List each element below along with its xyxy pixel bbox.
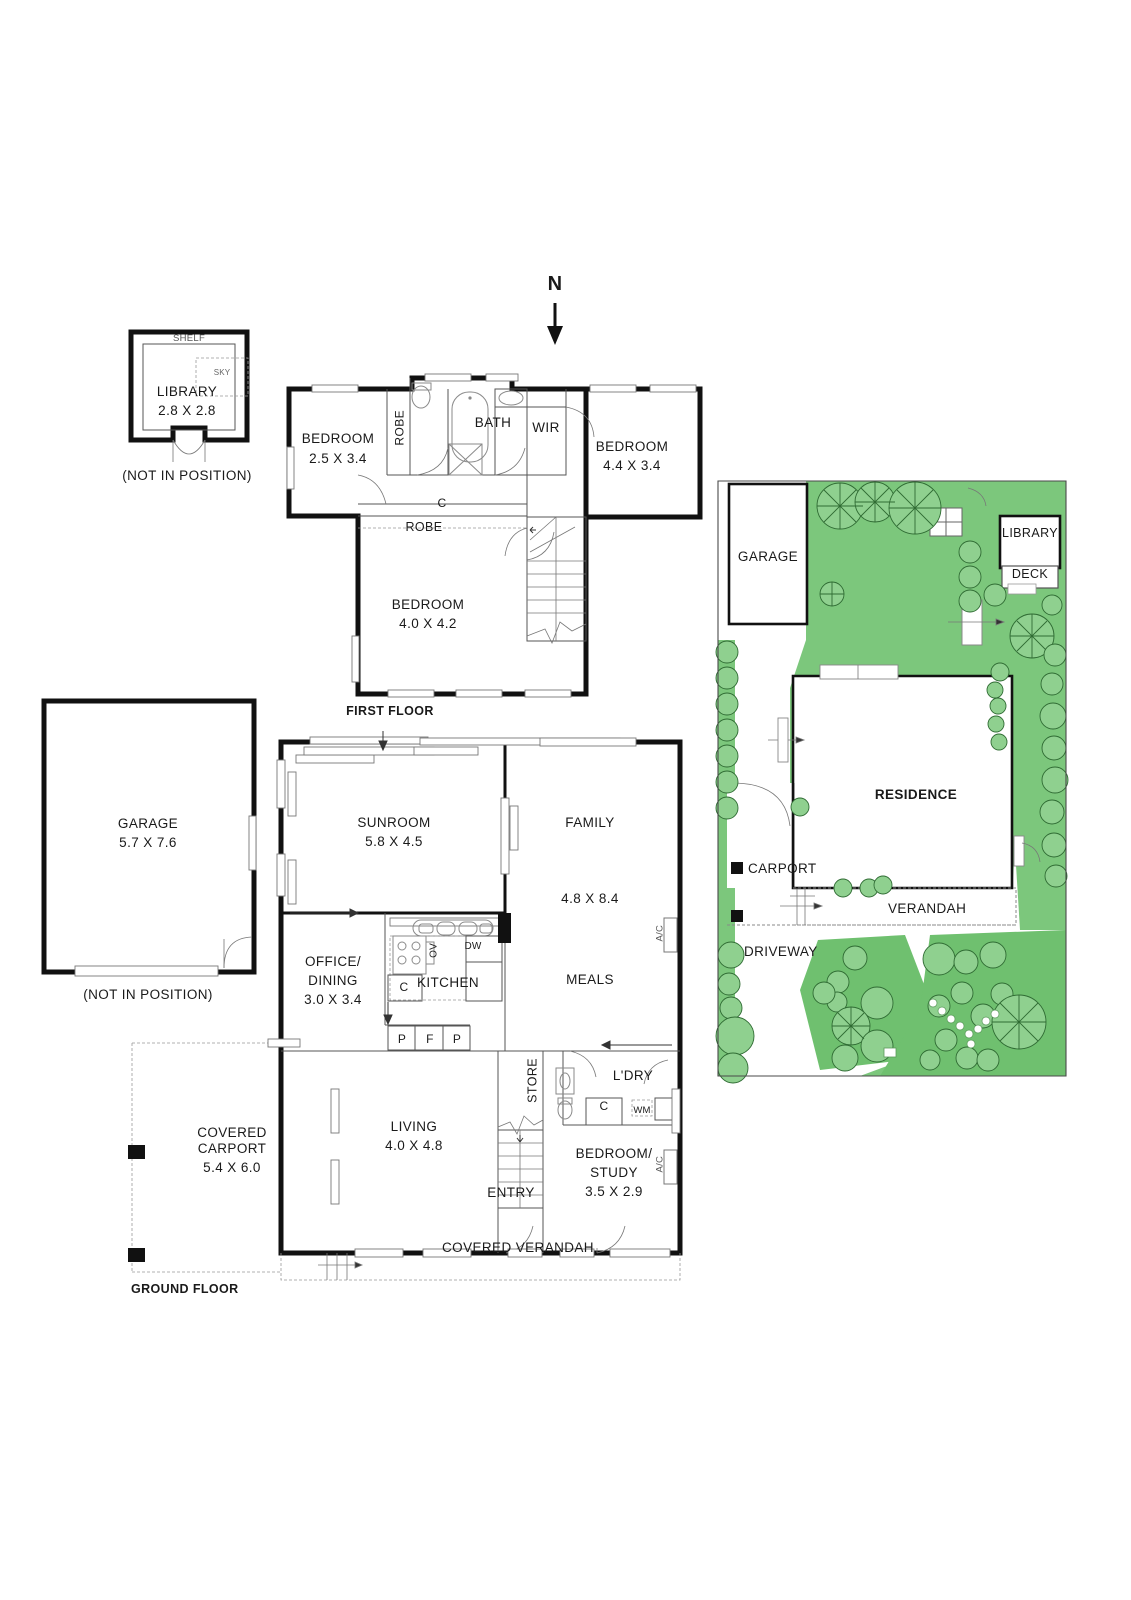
detached-library-plan (128, 329, 250, 462)
covered-carport-dims: 5.4 X 6.0 (203, 1160, 261, 1175)
ground-floor-title: GROUND FLOOR (131, 1282, 239, 1296)
study-dims: 3.5 X 2.9 (585, 1184, 643, 1199)
study-name: BEDROOM/ (575, 1146, 653, 1161)
first-floor-title: FIRST FLOOR (346, 704, 434, 718)
kitchen-label: KITCHEN (416, 975, 480, 990)
bedroom-3-name: BEDROOM (391, 597, 465, 612)
detached-garage-note: (NOT IN POSITION) (83, 987, 213, 1002)
north-label: N (547, 273, 563, 295)
sunroom-name: SUNROOM (357, 815, 431, 830)
dishwasher-label: DW (464, 941, 482, 952)
site-deck-label: DECK (1011, 567, 1049, 581)
detached-garage-name: GARAGE (117, 816, 179, 831)
first-floor-robe-label: ROBE (405, 520, 443, 534)
laundry-cupboard-label: C (599, 1099, 609, 1113)
first-floor-robe-vertical-label: ROBE (392, 410, 407, 446)
office-dining-dims: 3.0 X 3.4 (304, 992, 362, 1007)
site-library-shape (998, 514, 1062, 570)
living-dims: 4.0 X 4.8 (385, 1138, 443, 1153)
library-room-name: LIBRARY (156, 384, 218, 399)
family-name: FAMILY (565, 815, 615, 830)
living-name: LIVING (390, 1119, 438, 1134)
office-dining-name2: DINING (308, 973, 358, 988)
detached-garage-dims: 5.7 X 7.6 (119, 835, 177, 850)
site-verandah-label: VERANDAH (888, 901, 967, 916)
north-arrow-icon (547, 303, 563, 345)
first-floor-plan (286, 373, 703, 698)
laundry-label: L'DRY (612, 1068, 654, 1083)
library-room-dims: 2.8 X 2.8 (158, 403, 216, 418)
meals-label: MEALS (566, 972, 614, 987)
site-residence-label: RESIDENCE (874, 787, 958, 802)
site-garage-shape (727, 482, 809, 626)
site-carport-label: CARPORT (748, 861, 817, 876)
washing-machine-label: WM (633, 1105, 651, 1116)
oven-label: OV (428, 943, 440, 958)
family-dims: 4.8 X 8.4 (561, 891, 619, 906)
site-library-label: LIBRARY (1001, 526, 1059, 540)
detached-garage-plan (41, 698, 257, 977)
bedroom-2-name: BEDROOM (595, 439, 669, 454)
ac-study-label: A/C (654, 1156, 666, 1173)
bedroom-1-name: BEDROOM (301, 431, 375, 446)
office-dining-name: OFFICE/ (304, 954, 362, 969)
bedroom-2-dims: 4.4 X 3.4 (603, 458, 661, 473)
covered-verandah-label: COVERED VERANDAH (442, 1240, 594, 1255)
pantry-right-label: P (452, 1032, 462, 1046)
site-driveway-label: DRIVEWAY (744, 944, 818, 959)
covered-carport-name2: CARPORT (197, 1141, 267, 1156)
first-floor-bath-label: BATH (474, 415, 512, 430)
site-residence-shape (791, 674, 1014, 890)
library-sky-label: SKY (213, 368, 231, 377)
sunroom-dims: 5.8 X 4.5 (365, 834, 423, 849)
library-not-in-position-note: (NOT IN POSITION) (122, 468, 252, 483)
site-garage-label: GARAGE (737, 549, 799, 564)
pantry-left-label: P (397, 1032, 407, 1046)
ac-family-label: A/C (654, 925, 666, 942)
ground-floor-plan (128, 731, 683, 1281)
covered-carport-name: COVERED (197, 1125, 267, 1140)
bedroom-3-dims: 4.0 X 4.2 (399, 616, 457, 631)
fridge-label: F (426, 1032, 434, 1046)
study-name2: STUDY (590, 1165, 638, 1180)
site-plan (715, 480, 1069, 1084)
store-label: STORE (525, 1058, 540, 1103)
first-floor-wir-label: WIR (532, 420, 560, 435)
first-floor-cupboard-label: C (437, 496, 447, 510)
bedroom-1-dims: 2.5 X 3.4 (309, 451, 367, 466)
kitchen-cupboard-label: C (399, 980, 409, 994)
entry-label: ENTRY (487, 1185, 535, 1200)
library-shelf-label: SHELF (172, 333, 206, 344)
